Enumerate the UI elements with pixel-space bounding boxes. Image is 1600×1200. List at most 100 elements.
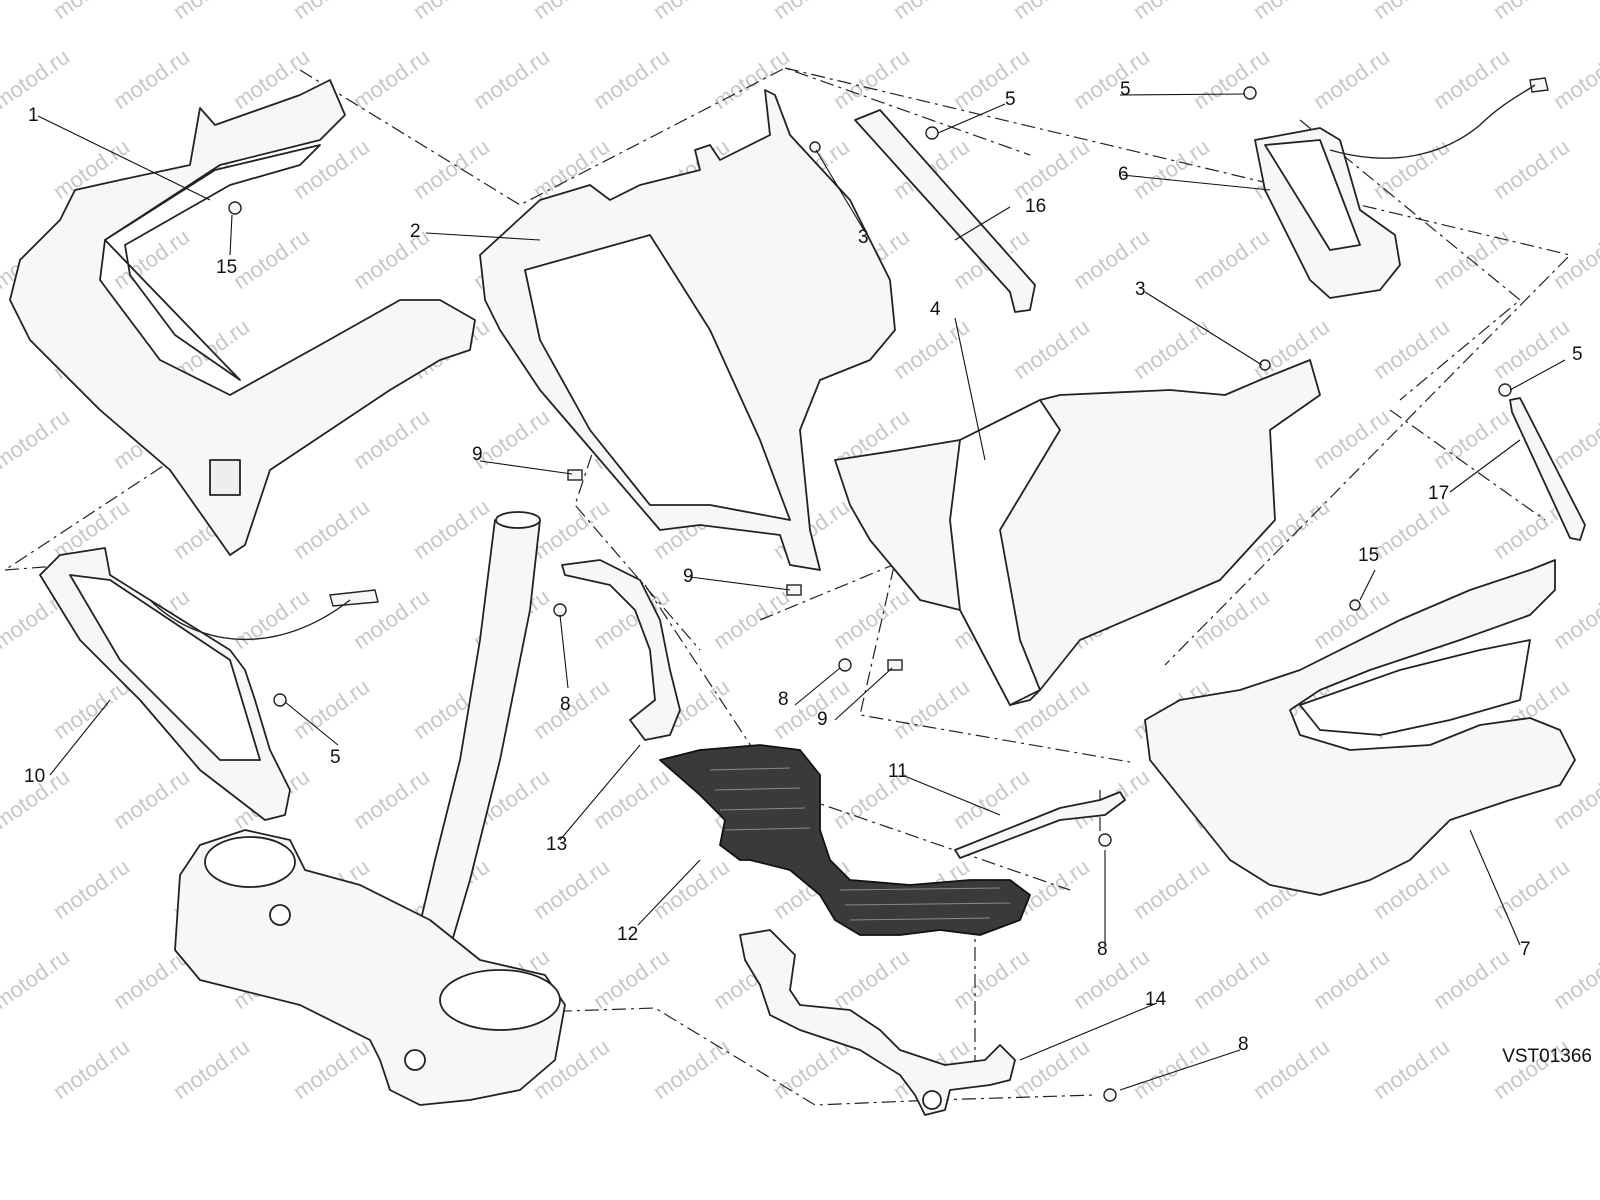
- watermark-text: motod.ru: [1489, 134, 1574, 204]
- part-7-lower-fairing: [1144, 559, 1576, 896]
- watermark-text: motod.ru: [1369, 1034, 1454, 1104]
- callout-5-left: 5: [330, 747, 341, 768]
- watermark-text: motod.ru: [1189, 224, 1274, 294]
- watermark-text: motod.ru: [1009, 314, 1094, 384]
- watermark-text: motod.ru: [829, 944, 914, 1014]
- part-16-strip: [854, 109, 1036, 313]
- watermark-text: motod.ru: [1429, 224, 1514, 294]
- watermark-text: motod.ru: [289, 674, 374, 744]
- watermark-text: motod.ru: [289, 0, 374, 24]
- watermark-text: motod.ru: [109, 764, 194, 834]
- watermark-text: motod.ru: [409, 494, 494, 564]
- watermark-text: motod.ru: [889, 0, 974, 24]
- watermark-text: motod.ru: [529, 674, 614, 744]
- watermark-text: motod.ru: [1489, 0, 1574, 24]
- callout-11: 11: [888, 761, 908, 782]
- callout-8-center: 8: [560, 694, 571, 715]
- callout-4: 4: [930, 299, 941, 320]
- watermark-text: motod.ru: [349, 404, 434, 474]
- callout-13: 13: [546, 834, 568, 855]
- watermark-text: motod.ru: [1429, 44, 1514, 114]
- watermark-text: motod.ru: [1129, 854, 1214, 924]
- watermark-text: motod.ru: [1549, 944, 1600, 1014]
- watermark-text: motod.ru: [529, 494, 614, 564]
- callout-9-lower: 9: [817, 709, 828, 730]
- callout-3-upper: 3: [858, 227, 869, 248]
- watermark-text: motod.ru: [709, 44, 794, 114]
- watermark-text: motod.ru: [109, 44, 194, 114]
- watermark-text: motod.ru: [949, 944, 1034, 1014]
- watermark-text: motod.ru: [1489, 1034, 1574, 1104]
- watermark-text: motod.ru: [1369, 0, 1454, 24]
- watermark-text: motod.ru: [649, 0, 734, 24]
- callout-10: 10: [24, 766, 46, 787]
- callout-2: 2: [410, 221, 421, 242]
- watermark-text: motod.ru: [229, 224, 314, 294]
- watermark-text: motod.ru: [1129, 314, 1214, 384]
- watermark-text: motod.ru: [1549, 44, 1600, 114]
- watermark-text: motod.ru: [409, 0, 494, 24]
- watermark-text: motod.ru: [1429, 404, 1514, 474]
- callout-1: 1: [28, 105, 39, 126]
- watermark-text: motod.ru: [1429, 944, 1514, 1014]
- watermark-text: motod.ru: [49, 674, 134, 744]
- watermark-text: motod.ru: [1249, 0, 1334, 24]
- watermark-text: motod.ru: [349, 764, 434, 834]
- steering-stem-tube: [414, 519, 541, 966]
- watermark-text: motod.ru: [1189, 44, 1274, 114]
- callout-5-topright: 5: [1120, 79, 1131, 100]
- watermark-text: motod.ru: [649, 854, 734, 924]
- watermark-text: motod.ru: [709, 584, 794, 654]
- callout-3-right: 3: [1135, 279, 1146, 300]
- watermark-text: motod.ru: [49, 1034, 134, 1104]
- part-11-cable: [954, 791, 1126, 859]
- watermark-text: motod.ru: [1369, 134, 1454, 204]
- watermark-text: motod.ru: [469, 44, 554, 114]
- watermark-text: motod.ru: [1549, 584, 1600, 654]
- watermark-text: motod.ru: [49, 854, 134, 924]
- watermark-text: motod.ru: [1309, 44, 1394, 114]
- watermark-text: motod.ru: [0, 404, 74, 474]
- watermark-text: motod.ru: [829, 44, 914, 114]
- watermark-text: motod.ru: [589, 944, 674, 1014]
- watermark-text: motod.ru: [889, 674, 974, 744]
- callout-5-top: 5: [1005, 89, 1016, 110]
- part-14-bracket: [739, 929, 1016, 1116]
- watermark-text: motod.ru: [1189, 584, 1274, 654]
- callout-16: 16: [1025, 196, 1047, 217]
- watermark-text: motod.ru: [1249, 1034, 1334, 1104]
- watermark-text: motod.ru: [769, 0, 854, 24]
- callout-8-bottom: 8: [1238, 1034, 1249, 1055]
- callout-6: 6: [1118, 164, 1129, 185]
- part-13-bracket: [561, 559, 681, 741]
- watermark-text: motod.ru: [1069, 44, 1154, 114]
- watermark-text: motod.ru: [1009, 1034, 1094, 1104]
- watermark-text: motod.ru: [1549, 404, 1600, 474]
- callout-17: 17: [1428, 483, 1450, 504]
- part-4-shroud: [834, 359, 1321, 706]
- watermark-text: motod.ru: [1549, 224, 1600, 294]
- wires: [149, 84, 1536, 641]
- watermark-text: motod.ru: [1009, 0, 1094, 24]
- drawing-reference-code: VST01366: [1502, 1046, 1592, 1067]
- watermark-text: motod.ru: [1309, 404, 1394, 474]
- fasteners: [228, 77, 1549, 1102]
- watermark-text: motod.ru: [0, 944, 74, 1014]
- watermark-text: motod.ru: [229, 584, 314, 654]
- watermark-text: motod.ru: [649, 1034, 734, 1104]
- watermark-text: motod.ru: [1369, 314, 1454, 384]
- watermark-text: motod.ru: [0, 44, 74, 114]
- watermark-text: motod.ru: [529, 854, 614, 924]
- watermark-text: motod.ru: [949, 44, 1034, 114]
- callout-8-lower: 8: [1097, 939, 1108, 960]
- watermark-text: motod.ru: [1009, 134, 1094, 204]
- callout-9-left: 9: [472, 444, 483, 465]
- watermark-text: motod.ru: [349, 224, 434, 294]
- watermark-text: motod.ru: [1309, 944, 1394, 1014]
- watermark-text: motod.ru: [589, 764, 674, 834]
- watermark-text: motod.ru: [529, 0, 614, 24]
- watermark-text: motod.ru: [349, 44, 434, 114]
- watermark-text: motod.ru: [1069, 944, 1154, 1014]
- watermark-text: motod.ru: [1129, 0, 1214, 24]
